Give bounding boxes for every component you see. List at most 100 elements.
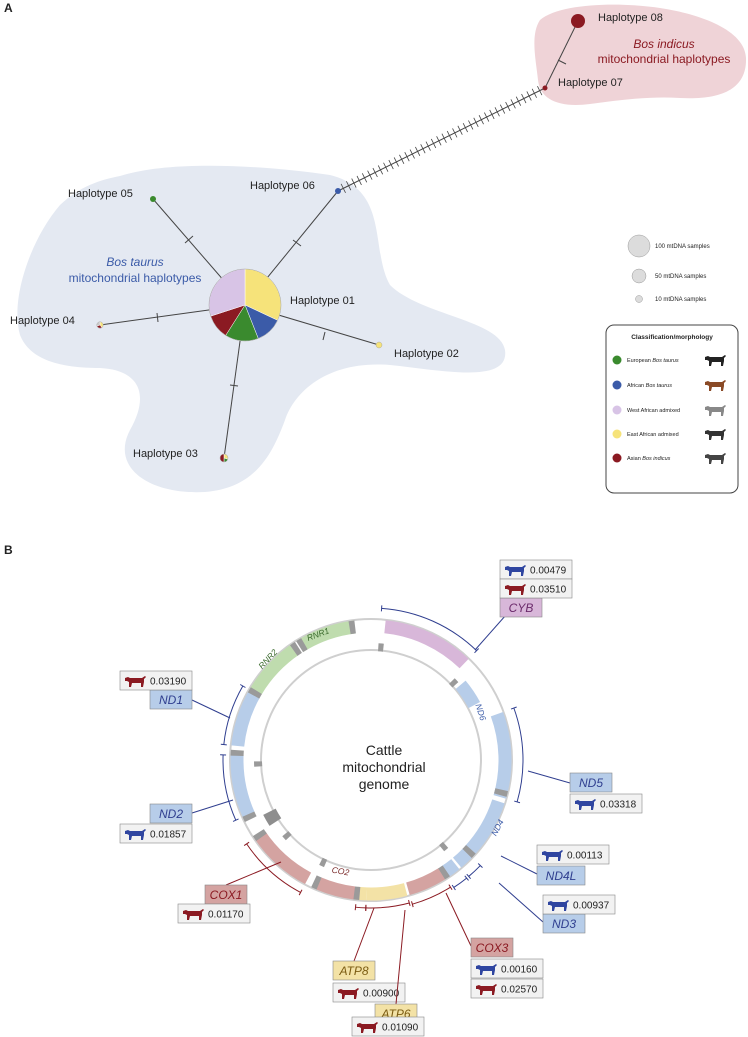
bracket-end [220, 743, 227, 746]
bracket-end [448, 884, 453, 891]
trna-mark [462, 844, 476, 858]
mutation-tick [526, 91, 532, 101]
value-text: 0.01090 [382, 1023, 419, 1034]
bracket-end [298, 889, 303, 896]
mutation-tick [393, 157, 399, 167]
bracket-end [510, 706, 517, 710]
bracket-end [514, 800, 521, 804]
trna-inner-mark [439, 841, 449, 852]
mutation-tick [346, 181, 352, 191]
mutation-tick [388, 159, 394, 170]
haplotype-02-node [375, 341, 383, 349]
gene-bracket [365, 902, 410, 909]
genome-center-line1: Cattle [366, 742, 403, 758]
callout-line [527, 770, 571, 784]
bracket-end [408, 899, 411, 906]
segment-label-co2: CO2 [331, 865, 350, 878]
value-box [470, 978, 544, 999]
callout-line [191, 699, 231, 719]
outer-ring [229, 618, 513, 902]
mutation-tick [457, 125, 463, 135]
gene-name: ND4L [546, 869, 577, 883]
size-legend: 100 mtDNA samples 50 mtDNA samples 10 mt… [627, 234, 710, 303]
gene-box [332, 960, 376, 981]
legend-swatch [612, 380, 622, 390]
value-box [177, 903, 251, 924]
legend-swatch [612, 453, 622, 463]
value-text: 0.02570 [501, 985, 538, 996]
callout-nd5: ND5 0.03318 [527, 770, 643, 814]
haplotype-05-label: Haplotype 05 [68, 188, 133, 200]
legend-box [605, 324, 739, 494]
gene-brackets [220, 605, 524, 911]
bracket-end [474, 648, 480, 654]
mutation-tick [340, 183, 346, 194]
haplotype-08-node [571, 14, 585, 28]
seg-nd6 [455, 680, 481, 709]
mutation-tick [473, 117, 479, 127]
gene-name: COX3 [476, 941, 509, 955]
trna-mark [290, 641, 302, 656]
panel-a-label: A [4, 1, 13, 15]
size-100-circle [627, 234, 651, 258]
seg-cox3 [405, 868, 446, 896]
gene-box [536, 865, 586, 886]
gene-bracket [381, 607, 477, 652]
gene-name: ND5 [579, 776, 603, 790]
trna-mark [252, 829, 267, 841]
mutation-tick [510, 99, 516, 109]
value-text: 0.00937 [573, 901, 610, 912]
seg-nd4l [452, 848, 473, 868]
seg-cyb [384, 620, 469, 669]
legend-label: European Bos taurus [627, 358, 679, 364]
value-box [536, 844, 610, 865]
legend-swatch [612, 429, 622, 439]
seg-atp6 [366, 883, 408, 901]
value-box [569, 793, 643, 814]
mutation-tick [468, 120, 474, 130]
mutation-tick [499, 104, 506, 114]
trna-inner-mark [319, 857, 328, 868]
gene-bracket [412, 886, 451, 905]
value-text: 0.00900 [363, 989, 400, 1000]
haplotype-04-label: Haplotype 04 [10, 315, 75, 327]
gene-name: ND3 [552, 917, 576, 931]
trna-mark [247, 687, 262, 699]
bracket-end [232, 818, 239, 822]
haplotype-06-node [335, 188, 341, 194]
callout-nd4l: ND4L 0.00113 [500, 844, 610, 886]
value-text: 0.00113 [567, 851, 603, 862]
gene-bracket [223, 685, 244, 745]
bracket-end [466, 873, 472, 880]
bracket-end [239, 684, 246, 688]
mutation-tick [415, 146, 421, 157]
legend-swatch [612, 405, 622, 415]
mutation-tick [478, 115, 484, 125]
pie04-outline [96, 321, 104, 329]
size-10-circle [635, 295, 643, 303]
seg-rnr2 [250, 643, 300, 695]
mutation-tick [484, 112, 490, 122]
mutation-tick [531, 88, 537, 98]
callout-line [353, 907, 375, 962]
mutation-tick [367, 170, 373, 180]
mutation-tick [446, 130, 453, 141]
seg-nd2 [230, 755, 255, 818]
value-text: 0.03318 [600, 800, 637, 811]
haplotype-01-pie [208, 268, 282, 342]
callout-line [191, 799, 234, 814]
indicus-region [534, 4, 747, 106]
value-text: 0.00160 [501, 965, 538, 976]
value-text: 0.03190 [150, 677, 187, 688]
mutation-tick [521, 93, 527, 104]
mutation-tick [436, 136, 442, 146]
taurus-region-title: Bos taurus [106, 255, 163, 269]
mutation-tick [452, 128, 458, 138]
indicus-region-title: Bos indicus [633, 37, 694, 51]
value-box [499, 578, 573, 599]
